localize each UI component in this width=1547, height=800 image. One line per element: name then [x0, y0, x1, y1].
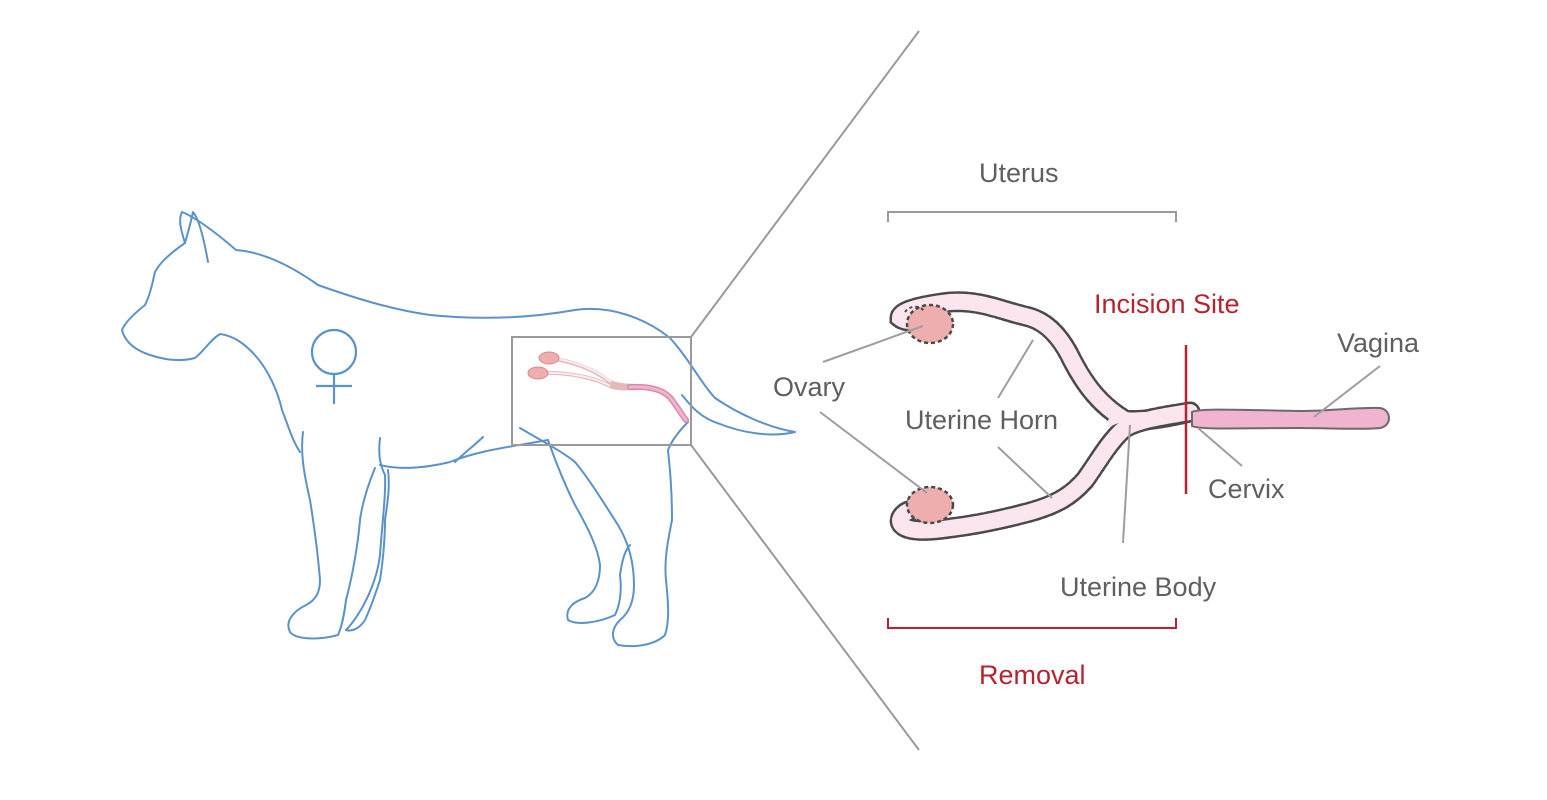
cervix-label: Cervix	[1208, 474, 1285, 504]
pointer-ovary-top	[822, 325, 924, 363]
uterine-horn-label: Uterine Horn	[905, 405, 1058, 435]
ovaries	[904, 303, 955, 525]
pointer-ovary-bottom	[819, 411, 928, 494]
pointer-cervix	[1197, 427, 1243, 467]
incision-site-label: Incision Site	[1094, 289, 1240, 319]
zoom-line-top	[690, 30, 920, 338]
vagina-label: Vagina	[1337, 328, 1420, 358]
dog-outline	[121, 211, 796, 648]
uterus-label: Uterus	[979, 158, 1059, 188]
pointer-horn-bottom	[997, 446, 1053, 499]
zoom-box	[511, 336, 692, 446]
uterine-body-label: Uterine Body	[1060, 572, 1217, 602]
pointer-vagina	[1313, 365, 1381, 418]
zoom-indicator	[511, 30, 920, 751]
removal-bracket	[887, 618, 1177, 629]
zoom-line-bottom	[690, 444, 920, 751]
pointer-body	[1122, 424, 1131, 544]
pointer-horn-top	[997, 339, 1034, 399]
uterus-shape	[889, 291, 1201, 541]
pointer-lines	[819, 325, 1381, 544]
ovary-top	[905, 303, 955, 345]
uterus-bracket	[887, 211, 1177, 222]
ovary-bottom	[905, 485, 955, 525]
vagina-shape	[1191, 406, 1390, 430]
mini-reproductive-tract	[527, 351, 689, 423]
female-symbol-icon	[310, 328, 358, 404]
removal-label: Removal	[979, 660, 1086, 690]
ovary-label: Ovary	[773, 372, 846, 402]
